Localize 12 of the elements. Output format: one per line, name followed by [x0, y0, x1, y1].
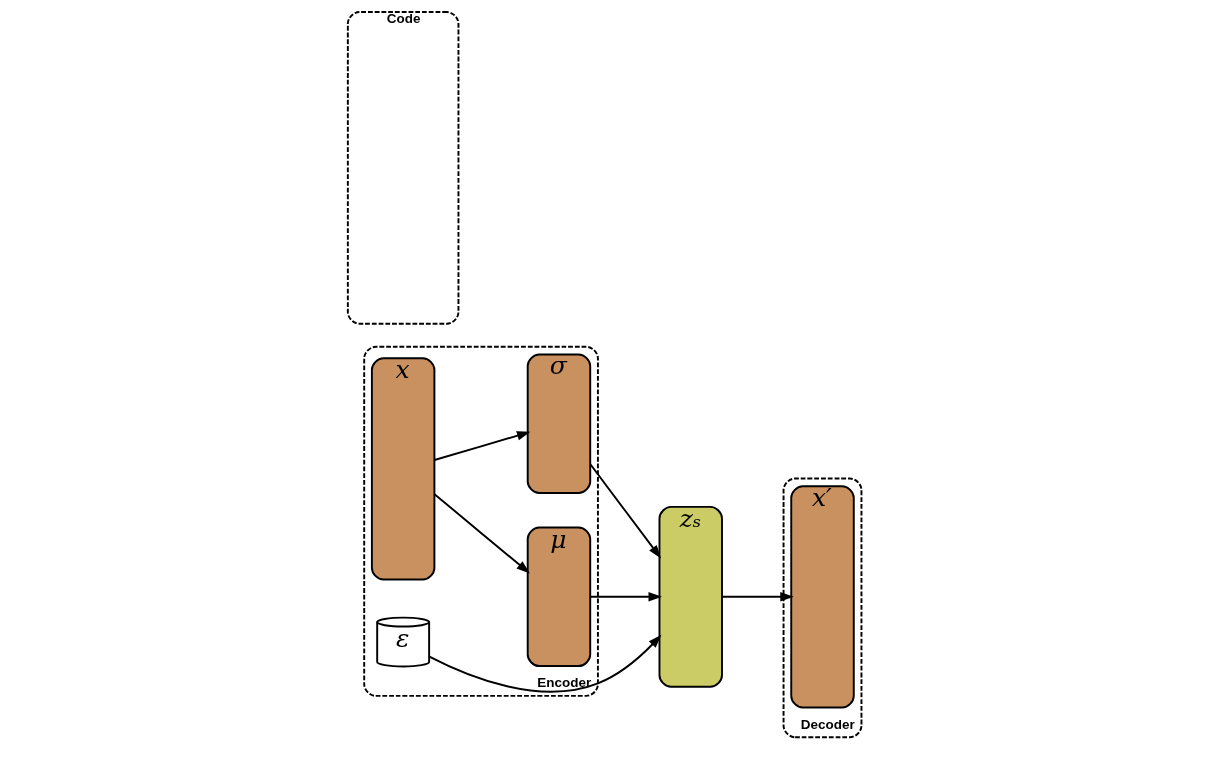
arrow	[433, 431, 531, 461]
node-box: Code	[346, 11, 460, 325]
arrow	[589, 463, 662, 559]
arrow	[721, 592, 794, 602]
node-box: x	[370, 357, 436, 581]
node-box: zₛ	[658, 505, 723, 688]
node-box: x′	[790, 485, 855, 709]
arrow	[433, 493, 530, 574]
arrow	[589, 592, 662, 602]
node-box: σ	[526, 353, 592, 494]
arrow	[428, 634, 662, 693]
node-box: μ	[526, 526, 592, 668]
